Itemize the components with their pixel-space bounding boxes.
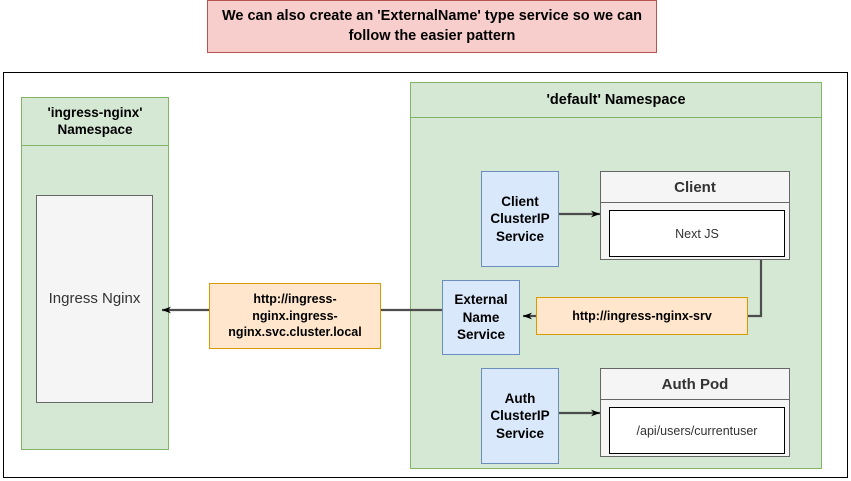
- client-clusterip-service-label: Client ClusterIP Service: [490, 193, 550, 244]
- auth-pod-title: Auth Pod: [601, 369, 789, 400]
- external-name-service-label: External Name Service: [454, 292, 508, 343]
- client-pod-container: Next JS: [609, 210, 785, 257]
- ingress-nginx-label: Ingress Nginx: [48, 289, 141, 307]
- title-banner-text: We can also create an 'ExternalName' typ…: [221, 7, 643, 44]
- namespace-default-title: 'default' Namespace: [411, 83, 821, 118]
- auth-clusterip-service-label: Auth ClusterIP Service: [490, 390, 550, 441]
- url-label-ingress-srv-text: http://ingress-nginx-srv: [572, 308, 712, 323]
- auth-pod-node: Auth Pod /api/users/currentuser: [600, 368, 790, 457]
- url-label-ingress-srv: http://ingress-nginx-srv: [536, 297, 748, 335]
- namespace-ingress-nginx-title: 'ingress-nginx' Namespace: [22, 98, 168, 146]
- ingress-nginx-node: Ingress Nginx: [36, 195, 153, 403]
- title-banner: We can also create an 'ExternalName' typ…: [207, 0, 657, 53]
- auth-pod-container: /api/users/currentuser: [609, 407, 785, 454]
- url-label-ingress-fqdn: http://ingress-nginx.ingress-nginx.svc.c…: [209, 283, 381, 349]
- url-label-ingress-fqdn-text: http://ingress-nginx.ingress-nginx.svc.c…: [228, 291, 362, 340]
- client-pod-node: Client Next JS: [600, 171, 790, 260]
- auth-clusterip-service-node: Auth ClusterIP Service: [481, 368, 559, 464]
- external-name-service-node: External Name Service: [442, 280, 520, 355]
- client-clusterip-service-node: Client ClusterIP Service: [481, 171, 559, 267]
- client-pod-title: Client: [601, 172, 789, 203]
